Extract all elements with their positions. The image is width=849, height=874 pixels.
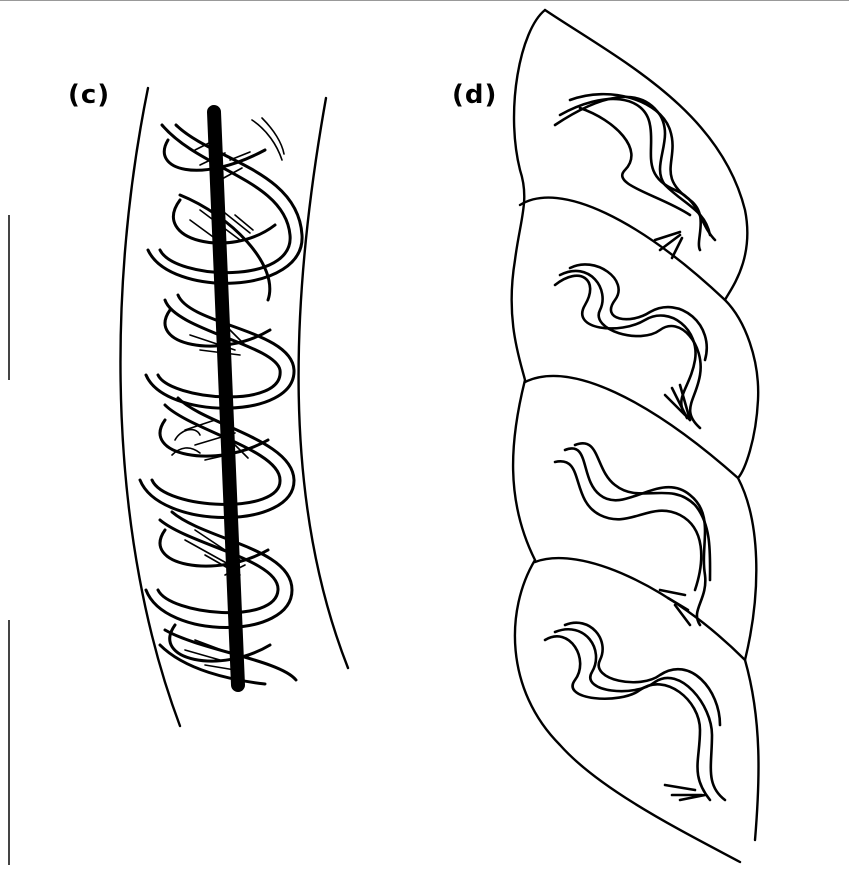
- panel-c-diagram: [120, 88, 348, 726]
- chain-bundle-4: [545, 623, 725, 800]
- left-border-lower: [8, 620, 10, 865]
- panel-d-label: (d): [452, 80, 497, 110]
- segment-divider-1: [520, 198, 725, 300]
- panel-c-label: (c): [68, 80, 110, 110]
- segment-divider-3: [535, 558, 745, 660]
- chain-bundle-3: [555, 443, 710, 625]
- axis-rod: [214, 112, 238, 685]
- tube-right-wall: [299, 98, 348, 668]
- panel-d-diagram: [512, 10, 759, 862]
- left-border-upper: [8, 215, 10, 380]
- chain-bundle-2: [555, 264, 707, 428]
- top-border: [0, 0, 849, 1]
- chain-bundle-1: [555, 94, 715, 258]
